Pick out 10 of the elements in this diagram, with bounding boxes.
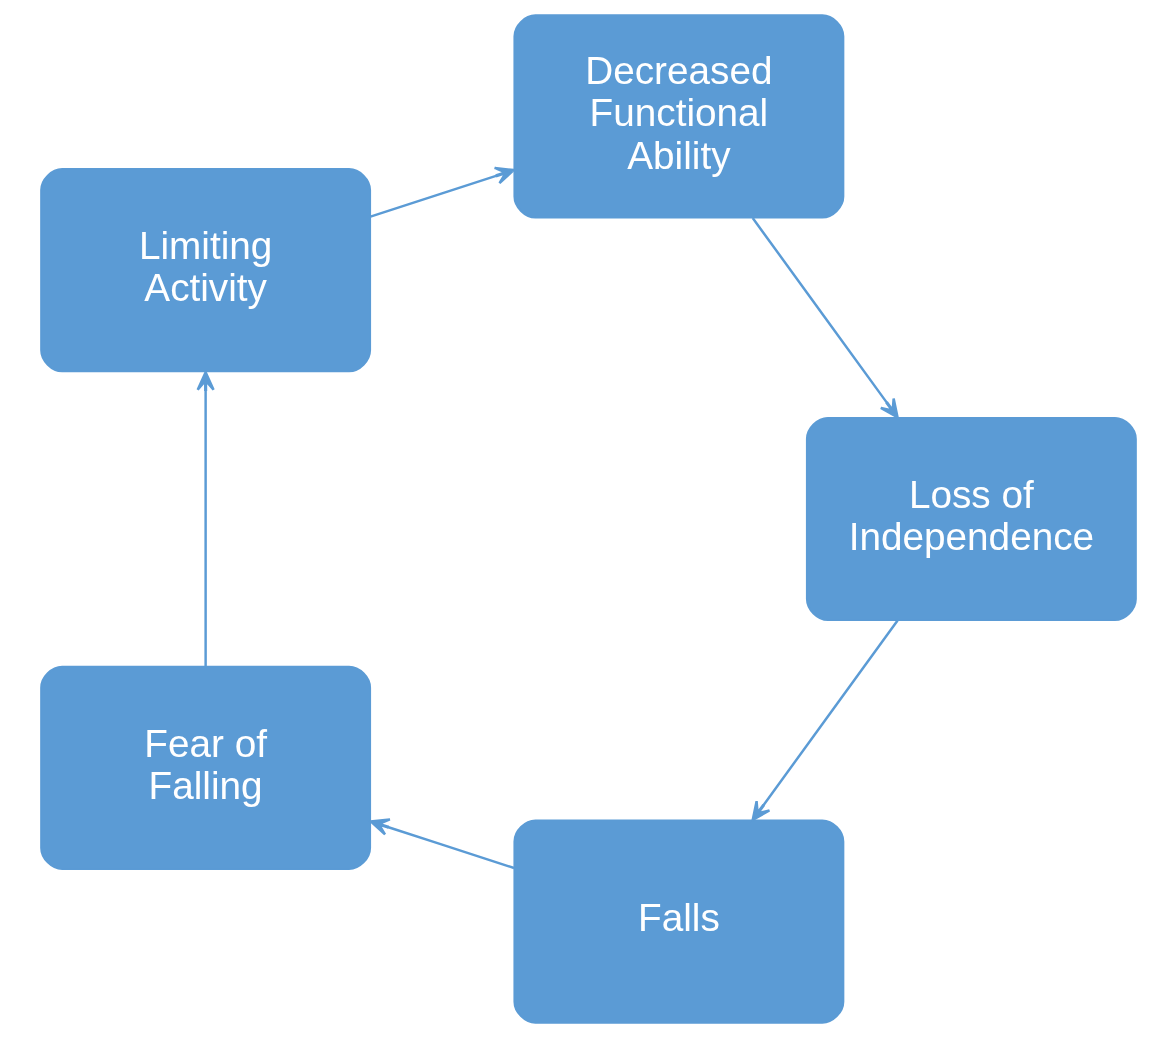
arrow [750, 619, 899, 822]
arrow [195, 370, 215, 667]
node-box: Fear of Falling [39, 665, 371, 870]
node-box: Loss of Independence [805, 416, 1137, 622]
arrow [369, 166, 515, 218]
arrow [368, 818, 514, 870]
node-box: Falls [512, 819, 844, 1024]
arrow [751, 217, 899, 419]
node-box: Limiting Activity [39, 168, 371, 373]
node-box: Decreased Functional Ability [512, 14, 844, 219]
